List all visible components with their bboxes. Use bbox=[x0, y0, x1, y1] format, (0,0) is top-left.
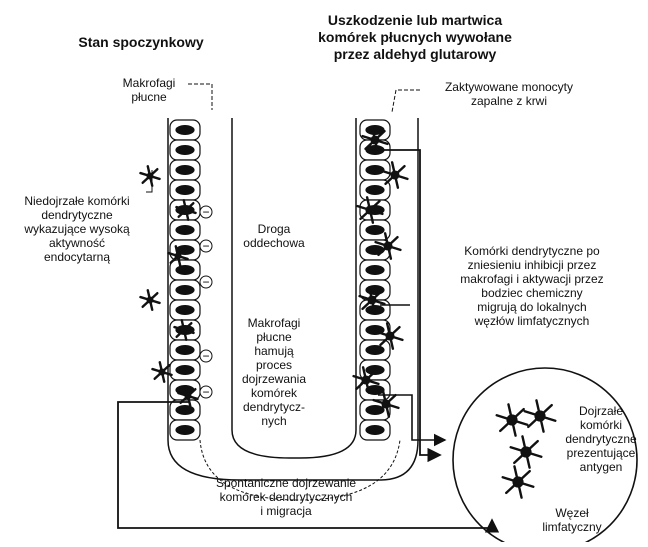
right-epithelial-nucleus bbox=[365, 185, 384, 195]
right-epithelial-nucleus bbox=[365, 245, 384, 255]
leader-monocytes bbox=[392, 90, 420, 112]
activated-dendritic-cell-body bbox=[367, 295, 376, 304]
label-dc-migration: Komórki dendrytyczne po zniesieniu inhib… bbox=[418, 244, 646, 328]
left-epithelial-nucleus bbox=[175, 165, 194, 175]
heading-resting-state: Stan spoczynkowy bbox=[46, 34, 236, 51]
mature-dendritic-cell-body bbox=[534, 410, 545, 421]
right-epithelial-nucleus bbox=[365, 265, 384, 275]
label-lymph-node: Węzeł limfatyczny bbox=[532, 506, 612, 534]
right-epithelial-nucleus bbox=[365, 225, 384, 235]
label-immature-dc: Niedojrzałe komórki dendrytyczne wykazuj… bbox=[4, 194, 150, 264]
activated-dendritic-cell-body bbox=[361, 375, 370, 384]
label-spontaneous-maturation: Spontaniczne dojrzewanie komórek dendryt… bbox=[196, 476, 376, 518]
left-epithelial-nucleus bbox=[175, 285, 194, 295]
activated-dendritic-cell-body bbox=[385, 331, 394, 340]
activated-dendritic-cell-body bbox=[383, 241, 392, 250]
immature-dendritic-cell-body bbox=[185, 393, 192, 400]
inhibition-markers: − − − − − bbox=[200, 205, 212, 399]
right-epithelial-nucleus bbox=[365, 345, 384, 355]
immature-dendritic-cell-body bbox=[181, 327, 188, 334]
activated-dendritic-cell-body bbox=[390, 170, 399, 179]
right-epithelial-nucleus bbox=[365, 425, 384, 435]
left-epithelial-nucleus bbox=[175, 405, 194, 415]
label-airway: Droga oddechowa bbox=[232, 222, 316, 250]
mature-dendritic-cell-body bbox=[512, 476, 523, 487]
inhibition-symbol: − bbox=[202, 385, 209, 399]
activated-dendritic-cell-body bbox=[370, 135, 379, 144]
immature-dendritic-cell-body bbox=[159, 369, 166, 376]
inhibition-symbol: − bbox=[202, 349, 209, 363]
right-epithelial-nucleus bbox=[365, 165, 384, 175]
left-epithelial-nucleus bbox=[175, 425, 194, 435]
label-mature-dc: Dojrzałe komórki dendrytyczne prezentują… bbox=[558, 404, 644, 474]
label-macrophages-inhibit: Makrofagi płucne hamują proces dojrzewan… bbox=[234, 316, 314, 428]
label-activated-monocytes: Zaktywowane monocyty zapalne z krwi bbox=[424, 80, 594, 108]
activated-dendritic-cell-body bbox=[365, 205, 374, 214]
mature-dendritic-cell-body bbox=[506, 414, 517, 425]
left-epithelial-nucleus bbox=[175, 225, 194, 235]
right-epithelial-nucleus bbox=[365, 365, 384, 375]
immature-dendritic-cell-body bbox=[183, 207, 190, 214]
immature-dendritic-cell-body bbox=[147, 297, 154, 304]
left-epithelial-nucleus bbox=[175, 125, 194, 135]
label-alveolar-macrophages: Makrofagi płucne bbox=[104, 76, 194, 104]
inhibition-symbol: − bbox=[202, 205, 209, 219]
heading-injury: Uszkodzenie lub martwica komórek płucnyc… bbox=[290, 12, 540, 63]
right-epithelium bbox=[360, 120, 390, 440]
inhibition-symbol: − bbox=[202, 239, 209, 253]
activated-dendritic-cell-body bbox=[381, 399, 390, 408]
left-epithelial-nucleus bbox=[175, 265, 194, 275]
left-epithelial-nucleus bbox=[175, 185, 194, 195]
left-epithelial-nucleus bbox=[175, 365, 194, 375]
left-epithelial-nucleus bbox=[175, 145, 194, 155]
inhibition-symbol: − bbox=[202, 275, 209, 289]
immature-dendritic-cell-body bbox=[175, 253, 182, 260]
left-epithelial-nucleus bbox=[175, 345, 194, 355]
left-epithelium bbox=[170, 120, 200, 440]
left-epithelial-nucleus bbox=[175, 305, 194, 315]
mature-dendritic-cell-body bbox=[520, 446, 531, 457]
